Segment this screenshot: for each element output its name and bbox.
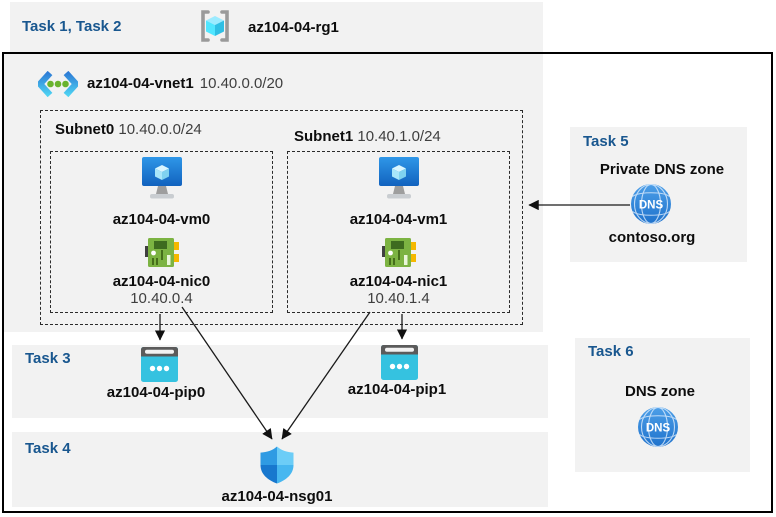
task6-label: Task 6 (588, 343, 634, 360)
virtual-network-icon (38, 71, 78, 97)
vm0-label: az104-04-vm0 (112, 211, 211, 228)
vnet-name: az104-04-vnet1 (87, 75, 194, 92)
dns-zone-icon: DNS (638, 406, 678, 448)
network-security-group-icon (260, 446, 294, 484)
public-ip-icon (381, 345, 418, 380)
subnet1-name: Subnet1 (294, 128, 354, 145)
task12-band (10, 2, 543, 52)
vnet-cidr: 10.40.0.0/20 (199, 75, 284, 92)
network-interface-icon (381, 238, 416, 267)
nsg-label: az104-04-nsg01 (221, 488, 333, 505)
vm1-label: az104-04-vm1 (349, 211, 448, 228)
diagram-border (2, 52, 773, 513)
dns-icon-text: DNS (639, 200, 664, 212)
virtual-machine-icon (141, 157, 182, 199)
subnet0-name: Subnet0 (55, 121, 115, 138)
subnet0-header: Subnet0 10.40.0.0/24 (55, 121, 202, 139)
nic1-label: az104-04-nic1 (349, 273, 448, 290)
public-ip-icon (141, 347, 178, 382)
resource-group-name: az104-04-rg1 (248, 19, 339, 36)
task6-title: DNS zone (624, 383, 696, 400)
task12-label: Task 1, Task 2 (22, 18, 122, 35)
resource-group-icon (201, 10, 229, 42)
vnet-area (4, 54, 543, 332)
pip1-label: az104-04-pip1 (347, 381, 447, 398)
task5-zone-name: contoso.org (608, 229, 696, 246)
nic1-ip: 10.40.1.4 (367, 290, 430, 307)
network-interface-icon (144, 238, 179, 267)
nic0-label: az104-04-nic0 (112, 273, 211, 290)
subnet0-box: az104-04-vm0 az104-04-nic0 10.40.0.4 (50, 151, 273, 313)
subnet0-cidr: 10.40.0.0/24 (118, 121, 202, 138)
task5-label: Task 5 (583, 133, 629, 150)
dns-zone-icon: DNS (631, 183, 671, 225)
task3-label: Task 3 (25, 350, 71, 367)
pip0-label: az104-04-pip0 (106, 384, 206, 401)
virtual-machine-icon (378, 157, 419, 199)
subnet1-box: az104-04-vm1 az104-04-nic1 10.40.1.4 (287, 151, 510, 313)
subnet1-cidr: 10.40.1.0/24 (357, 128, 441, 145)
nic0-ip: 10.40.0.4 (130, 290, 193, 307)
task5-title: Private DNS zone (599, 161, 725, 178)
task3-band (12, 345, 548, 418)
subnet1-header: Subnet1 10.40.1.0/24 (294, 128, 441, 146)
task4-label: Task 4 (25, 440, 71, 457)
task6-panel (575, 338, 750, 472)
dns-icon-text: DNS (646, 423, 671, 435)
